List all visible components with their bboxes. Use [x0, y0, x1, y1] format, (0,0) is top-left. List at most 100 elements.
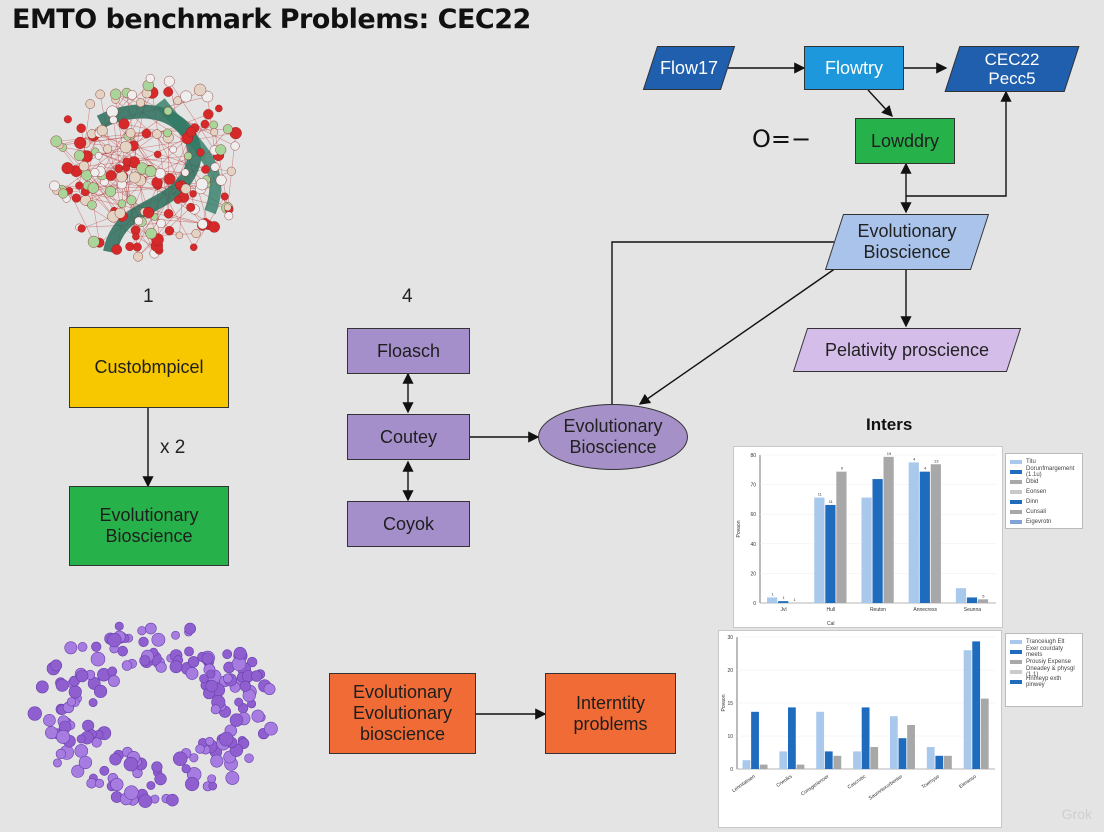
x-tick-label: Hull [826, 607, 835, 613]
y-tick-label: 0 [753, 601, 756, 607]
bar [836, 471, 847, 603]
x-tick-label: Seunna [964, 607, 981, 613]
legend-item: Titu [1010, 457, 1078, 467]
legend-item: Dbid [1010, 477, 1078, 487]
bar [944, 755, 952, 769]
data-label: 4 [913, 456, 916, 461]
line-ellipse-evo [611, 241, 840, 410]
x-tick-label: Crwolks [775, 773, 793, 788]
legend-swatch [1010, 680, 1022, 684]
legend-item: Eonsen [1010, 487, 1078, 497]
bar [824, 751, 833, 769]
cec22-label: CEC22 Pecc5 [984, 50, 1040, 88]
x-tick-label: Annecress [913, 607, 937, 613]
data-label: 19 [887, 451, 892, 456]
pelativity-label: Pelativity proscience [824, 339, 990, 360]
flow17-node: Flow17 [642, 46, 736, 90]
y-tick-label: 20 [727, 668, 733, 674]
bar [833, 755, 842, 769]
data-label: 1 [771, 591, 774, 596]
y-axis-label: Povaon [736, 520, 742, 537]
y-tick-label: 30 [727, 635, 733, 641]
cec22-node: CEC22 Pecc5 [944, 46, 1080, 92]
chart-1-title: Inters [866, 415, 913, 434]
legend-item: Tranceiugh Elt [1010, 637, 1078, 647]
bar [966, 597, 978, 603]
legend-label: Cunsali [1026, 509, 1047, 515]
legend-label: Tranceiugh Elt [1026, 639, 1065, 645]
custom-node: Custobmpicel [69, 327, 229, 408]
legend-label: Exer courdaty meets [1026, 646, 1064, 658]
x-tick-label: Consgerienoer [800, 774, 831, 798]
molecule-2-image [316, 58, 506, 268]
y-axis-label: Povaon [721, 694, 727, 711]
data-label: 11 [829, 499, 834, 504]
data-label: 4 [924, 466, 927, 471]
internity-node: Interntity problems [545, 673, 676, 754]
bar [872, 479, 883, 603]
bar [742, 760, 751, 769]
legend-item: Dneadey & physgl (1.1) [1010, 666, 1078, 678]
x-tick-label: Saumrtexorbenter [868, 774, 904, 802]
pelativity-node: Pelativity proscience [792, 328, 1022, 372]
bar [935, 755, 944, 769]
bar [926, 747, 935, 769]
legend-swatch [1010, 640, 1022, 644]
bar [779, 751, 788, 769]
legend-swatch [1010, 460, 1022, 464]
legend-label: Hnmeyp exth pinwey [1026, 676, 1062, 688]
coyok-node: Coyok [347, 501, 470, 547]
arrow-to-cec22 [906, 90, 1012, 197]
legend-swatch [1010, 500, 1022, 504]
data-label: 13 [934, 458, 939, 463]
molecule-2-label: 4 [402, 286, 413, 307]
x-tick-label: Jvl [781, 607, 787, 613]
x-tick-label: Reuton [870, 607, 886, 613]
data-label: 1 [793, 597, 796, 602]
x-tick-label: Cascrotic [847, 773, 868, 790]
legend-label: Eigevrotn [1026, 519, 1052, 525]
y-tick-label: 40 [750, 542, 756, 548]
bar [977, 599, 989, 603]
legend-swatch [1010, 670, 1022, 674]
x-tick-label: Lennitatisen [731, 774, 757, 795]
bar [883, 456, 894, 603]
times-two-label: x 2 [160, 437, 186, 458]
bar [980, 698, 989, 769]
legend-item: Eigevrotn [1010, 517, 1078, 527]
legend-item: Hnmeyp exth pinwey [1010, 676, 1078, 688]
bar [963, 650, 972, 769]
y-tick-label: 20 [750, 571, 756, 577]
flow17-label: Flow17 [659, 57, 719, 78]
legend-swatch [1010, 480, 1022, 484]
bar [908, 462, 919, 603]
bar [861, 707, 870, 769]
legend-item: Cunsali [1010, 507, 1078, 517]
flowtry-node: Flowtry [804, 46, 904, 90]
evo-bio-top-node: Evolutionary Bioscience [824, 214, 990, 270]
bar [767, 597, 778, 603]
legend-label: Dorunfmargement (1.1u) [1026, 466, 1075, 478]
y-tick-label: 10 [727, 734, 733, 740]
y-tick-label: 60 [750, 512, 756, 518]
data-label: 11 [818, 492, 823, 497]
equation-text: O=− [752, 125, 812, 153]
bar [889, 716, 898, 769]
legend-label: Prousiy Expense [1026, 659, 1072, 665]
y-tick-label: 80 [750, 453, 756, 459]
data-label: 1 [782, 595, 785, 600]
bar [861, 497, 872, 603]
bar [907, 725, 915, 769]
bar [870, 747, 879, 769]
bar [972, 641, 981, 769]
page-title: EMTO benchmark Problems: CEC22 [12, 4, 531, 35]
bar [955, 588, 967, 603]
y-tick-label: 0 [730, 767, 733, 773]
legend-swatch [1010, 510, 1022, 514]
legend-item: Dinn [1010, 497, 1078, 507]
arrow-evo-ellipse [638, 267, 837, 405]
